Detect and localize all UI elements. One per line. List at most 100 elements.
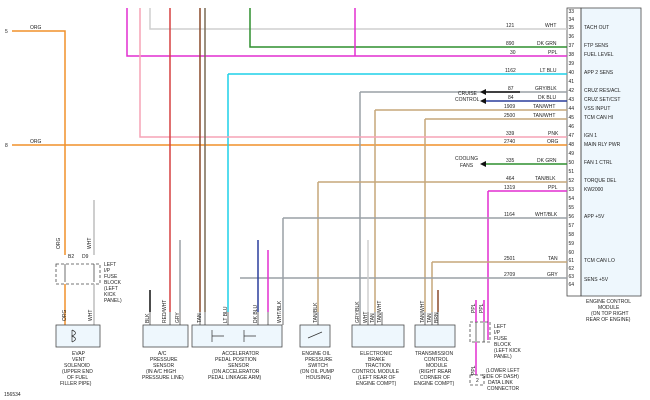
wire-tanwht-1909 bbox=[374, 109, 567, 312]
ecm-pin: 38 bbox=[569, 52, 575, 58]
pin-color: RED/WHT bbox=[162, 300, 168, 323]
wire-org-5 bbox=[12, 30, 66, 255]
ecm-connector bbox=[566, 7, 582, 297]
fuse-pin-color: WHT bbox=[87, 238, 93, 249]
pin-color: TAN/WHT bbox=[377, 301, 383, 323]
cruise-label: CONTROL bbox=[455, 97, 480, 103]
circuit-number: 2501 bbox=[504, 256, 515, 262]
wire-tanwht-2500 bbox=[424, 118, 567, 312]
ecm-pin: 42 bbox=[569, 88, 575, 94]
ac-pressure-sensor bbox=[142, 324, 189, 348]
caption-line: FILLER PIPE) bbox=[60, 381, 92, 387]
caption-line: TRACTION bbox=[365, 363, 391, 369]
caption-line: OF FUEL bbox=[67, 375, 88, 381]
pin-color: GRY bbox=[175, 312, 181, 323]
circuit-number: 1162 bbox=[505, 68, 516, 74]
cruise-label: CRUISE bbox=[458, 91, 478, 97]
caption-line: MODULE bbox=[598, 305, 620, 311]
caption-line: SENSOR bbox=[153, 363, 175, 369]
fan-label: COOLING bbox=[455, 156, 478, 162]
caption-line: PANEL) bbox=[104, 298, 122, 304]
evap-vent-solenoid bbox=[55, 324, 101, 348]
caption-line: DATA LINK bbox=[488, 380, 513, 386]
caption-line: PANEL) bbox=[494, 354, 512, 360]
circuit-number: 84 bbox=[508, 95, 514, 101]
wire-tanblk-464 bbox=[317, 181, 567, 312]
wire-color: DK GRN bbox=[537, 41, 557, 47]
caption-line: FUSE bbox=[494, 336, 508, 342]
caption-line: LEFT bbox=[494, 324, 506, 330]
tcm-caption: TRANSMISSION CONTROL MODULE (RIGHT REAR … bbox=[414, 351, 455, 387]
wire-color: ORG bbox=[547, 139, 559, 145]
ecm-pin: 40 bbox=[569, 70, 575, 76]
wire-color: PPL bbox=[548, 185, 558, 191]
wire-ltblu-1162 bbox=[227, 73, 567, 312]
pin-color: TAN bbox=[197, 313, 203, 323]
pin-color: TAN bbox=[370, 313, 376, 323]
circuit-number: 2709 bbox=[504, 272, 515, 278]
ecm-pin: 53 bbox=[569, 187, 575, 193]
ecm-pin: 44 bbox=[569, 106, 575, 112]
ecm-pin: 57 bbox=[569, 223, 575, 229]
arrow-icon bbox=[480, 98, 486, 104]
switch-icon bbox=[307, 312, 323, 339]
ecm-pin-numbers: 33 34 35 36 37 38 39 40 41 42 43 44 45 4… bbox=[569, 9, 575, 288]
ecm-label: APP +5V bbox=[584, 214, 605, 220]
wire-color: PPL bbox=[548, 50, 558, 56]
caption-line: BRAKE bbox=[368, 357, 386, 363]
circuit-number: 339 bbox=[506, 131, 515, 137]
wire-color: GRY/BLK bbox=[535, 86, 557, 92]
caption-line: LEFT bbox=[104, 262, 116, 268]
ecm-label: TORQUE DEL bbox=[584, 178, 617, 184]
ecm-pin: 54 bbox=[569, 196, 575, 202]
wire-ppl-30 bbox=[126, 8, 567, 57]
pin-color: WHT/BLK bbox=[277, 300, 283, 323]
app-sensor-caption: ACCELERATOR PEDAL POSITION SENSOR (ON AC… bbox=[208, 351, 261, 381]
pin-color: TAN bbox=[427, 313, 433, 323]
circuit-number: 2740 bbox=[504, 139, 515, 145]
fuse-pin: B2 bbox=[68, 254, 74, 260]
caption-line: I/P bbox=[494, 330, 501, 336]
wire-ppl-fuse bbox=[475, 300, 485, 322]
data-link-connector bbox=[469, 374, 485, 386]
wire-circuit-labels: 121 WHT 890 DK GRN 30 PPL 1162 LT BLU 87… bbox=[504, 23, 559, 278]
caption-line: PRESSURE bbox=[150, 357, 178, 363]
caption-line: HOUSING) bbox=[306, 375, 331, 381]
ecm-pin: 48 bbox=[569, 142, 575, 148]
ecm-pin: 46 bbox=[569, 124, 575, 130]
wire-color: WHT/BLK bbox=[535, 212, 558, 218]
ecm-pin: 35 bbox=[569, 25, 575, 31]
circuit-number: 30 bbox=[510, 50, 516, 56]
ecm-pin: 49 bbox=[569, 151, 575, 157]
sensor-leads bbox=[199, 312, 284, 325]
caption-line: CONTROL MODULE bbox=[352, 369, 400, 375]
circuit-number: 121 bbox=[506, 23, 515, 29]
ecm-pin: 63 bbox=[569, 274, 575, 280]
caption-line: (LEFT bbox=[104, 286, 118, 292]
dlc-caption: (LOWER LEFT SIDE OF DASH) DATA LINK CONN… bbox=[482, 368, 520, 392]
ecm-pin: 39 bbox=[569, 61, 575, 67]
solenoid-coil-icon bbox=[71, 329, 76, 343]
caption-line: TRANSMISSION bbox=[415, 351, 453, 357]
caption-line: CONNECTOR bbox=[487, 386, 520, 392]
wire-color: TAN/WHT bbox=[533, 104, 555, 110]
circuit-number: 1164 bbox=[504, 212, 515, 218]
caption-line: PEDAL LINKAGE ARM) bbox=[208, 375, 261, 381]
circuit-number: 1319 bbox=[504, 185, 515, 191]
ecm-pin: 37 bbox=[569, 43, 575, 49]
caption-line: BLOCK bbox=[494, 342, 512, 348]
ecm-pin: 36 bbox=[569, 34, 575, 40]
caption-line: ENGINE COMPT) bbox=[414, 381, 455, 387]
ecm-pin: 58 bbox=[569, 232, 575, 238]
ecm-caption: ENGINE CONTROL MODULE (ON TOP RIGHT REAR… bbox=[586, 299, 631, 323]
caption-line: ELECTRONIC bbox=[360, 351, 393, 357]
ecm-label: IGN 1 bbox=[584, 133, 597, 139]
caption-line: ACCELERATOR bbox=[222, 351, 259, 357]
fuse-pin-color: ORG bbox=[56, 238, 62, 250]
caption-line: PEDAL POSITION bbox=[215, 357, 257, 363]
fan-label: FANS bbox=[460, 163, 474, 169]
pin-color: PPL bbox=[471, 303, 477, 313]
ecm-pin: 51 bbox=[569, 169, 575, 175]
